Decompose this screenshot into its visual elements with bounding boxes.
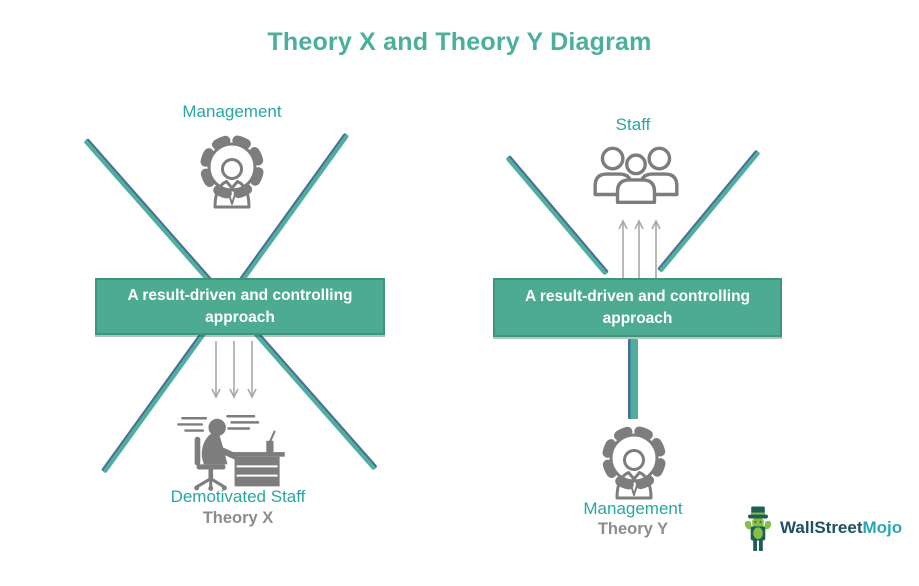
down-arrows-icon [205, 341, 263, 410]
brand-wordmark-part2: Mojo [862, 518, 903, 537]
manager-gear-icon [594, 420, 674, 511]
wallstreetmojo-bull-mascot-icon [742, 506, 774, 557]
theory-x-approach-box: A result-driven and controlling approach [95, 278, 385, 335]
theory-x-top-label: Management [182, 102, 282, 121]
brand-wordmark: WallStreetMojo [780, 518, 902, 538]
theory-y-name: Theory Y [597, 520, 669, 538]
theory-y-bottom-label: Management [583, 499, 683, 518]
theory-y-connector-bar [628, 339, 638, 419]
theory-x-bottom-label: Demotivated Staff [170, 487, 306, 506]
theory-y-top-label: Staff [615, 115, 651, 134]
up-arrows-icon [612, 211, 668, 284]
theory-y-approach-box: A result-driven and controlling approach [493, 278, 782, 337]
theory-x-name: Theory X [202, 509, 274, 527]
staff-group-icon [591, 142, 681, 217]
brand-wordmark-part1: WallStreet [780, 518, 863, 537]
manager-gear-icon [192, 129, 272, 220]
page-title: Theory X and Theory Y Diagram [267, 28, 652, 56]
demotivated-worker-at-desk-icon [172, 406, 290, 497]
